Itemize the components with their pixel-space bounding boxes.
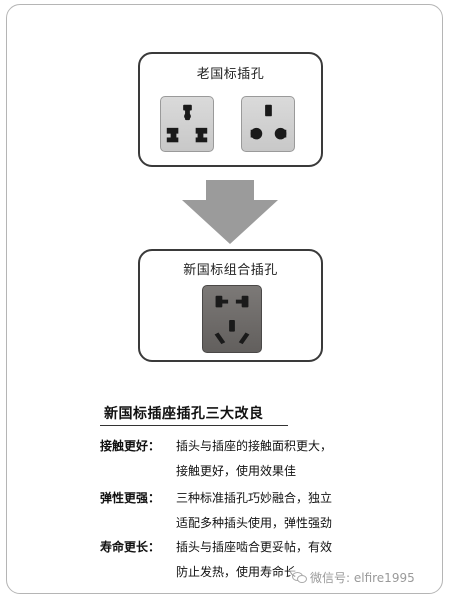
new-combination-socket xyxy=(202,285,262,353)
combination-socket-icon xyxy=(214,295,250,345)
section-divider xyxy=(100,425,288,426)
feature-line: 三种标准插孔巧妙融合，独立 xyxy=(176,491,333,505)
new-panel-title: 新国标组合插孔 xyxy=(183,263,278,278)
new-standard-panel: 新国标组合插孔 xyxy=(138,249,323,362)
feature-label: 弹性更强： xyxy=(100,491,161,505)
down-arrow-icon xyxy=(182,180,278,244)
old-panel-title: 老国标插孔 xyxy=(196,67,265,82)
feature-label: 接触更好： xyxy=(100,439,161,453)
section-title: 新国标插座插孔三大改良 xyxy=(104,406,264,422)
feature-line: 防止发热，使用寿命长 xyxy=(176,565,297,579)
feature-line: 插头与插座啮合更妥帖，有效 xyxy=(176,540,333,554)
round-pin-socket-icon xyxy=(250,104,287,140)
watermark-text: 微信号: elfire1995 xyxy=(310,571,415,585)
old-standard-panel: 老国标插孔 xyxy=(138,52,323,167)
wechat-watermark: 微信号: elfire1995 xyxy=(290,569,417,586)
old-socket-round-pin xyxy=(241,96,295,152)
old-socket-universal xyxy=(160,96,214,152)
feature-label: 寿命更长： xyxy=(100,540,161,554)
wechat-icon xyxy=(292,572,307,583)
feature-line: 插头与插座的接触面积更大， xyxy=(176,439,333,453)
universal-socket-icon xyxy=(166,104,208,143)
feature-line: 接触更好，使用效果佳 xyxy=(176,464,297,478)
feature-line: 适配多种插头使用，弹性强劲 xyxy=(176,516,333,530)
